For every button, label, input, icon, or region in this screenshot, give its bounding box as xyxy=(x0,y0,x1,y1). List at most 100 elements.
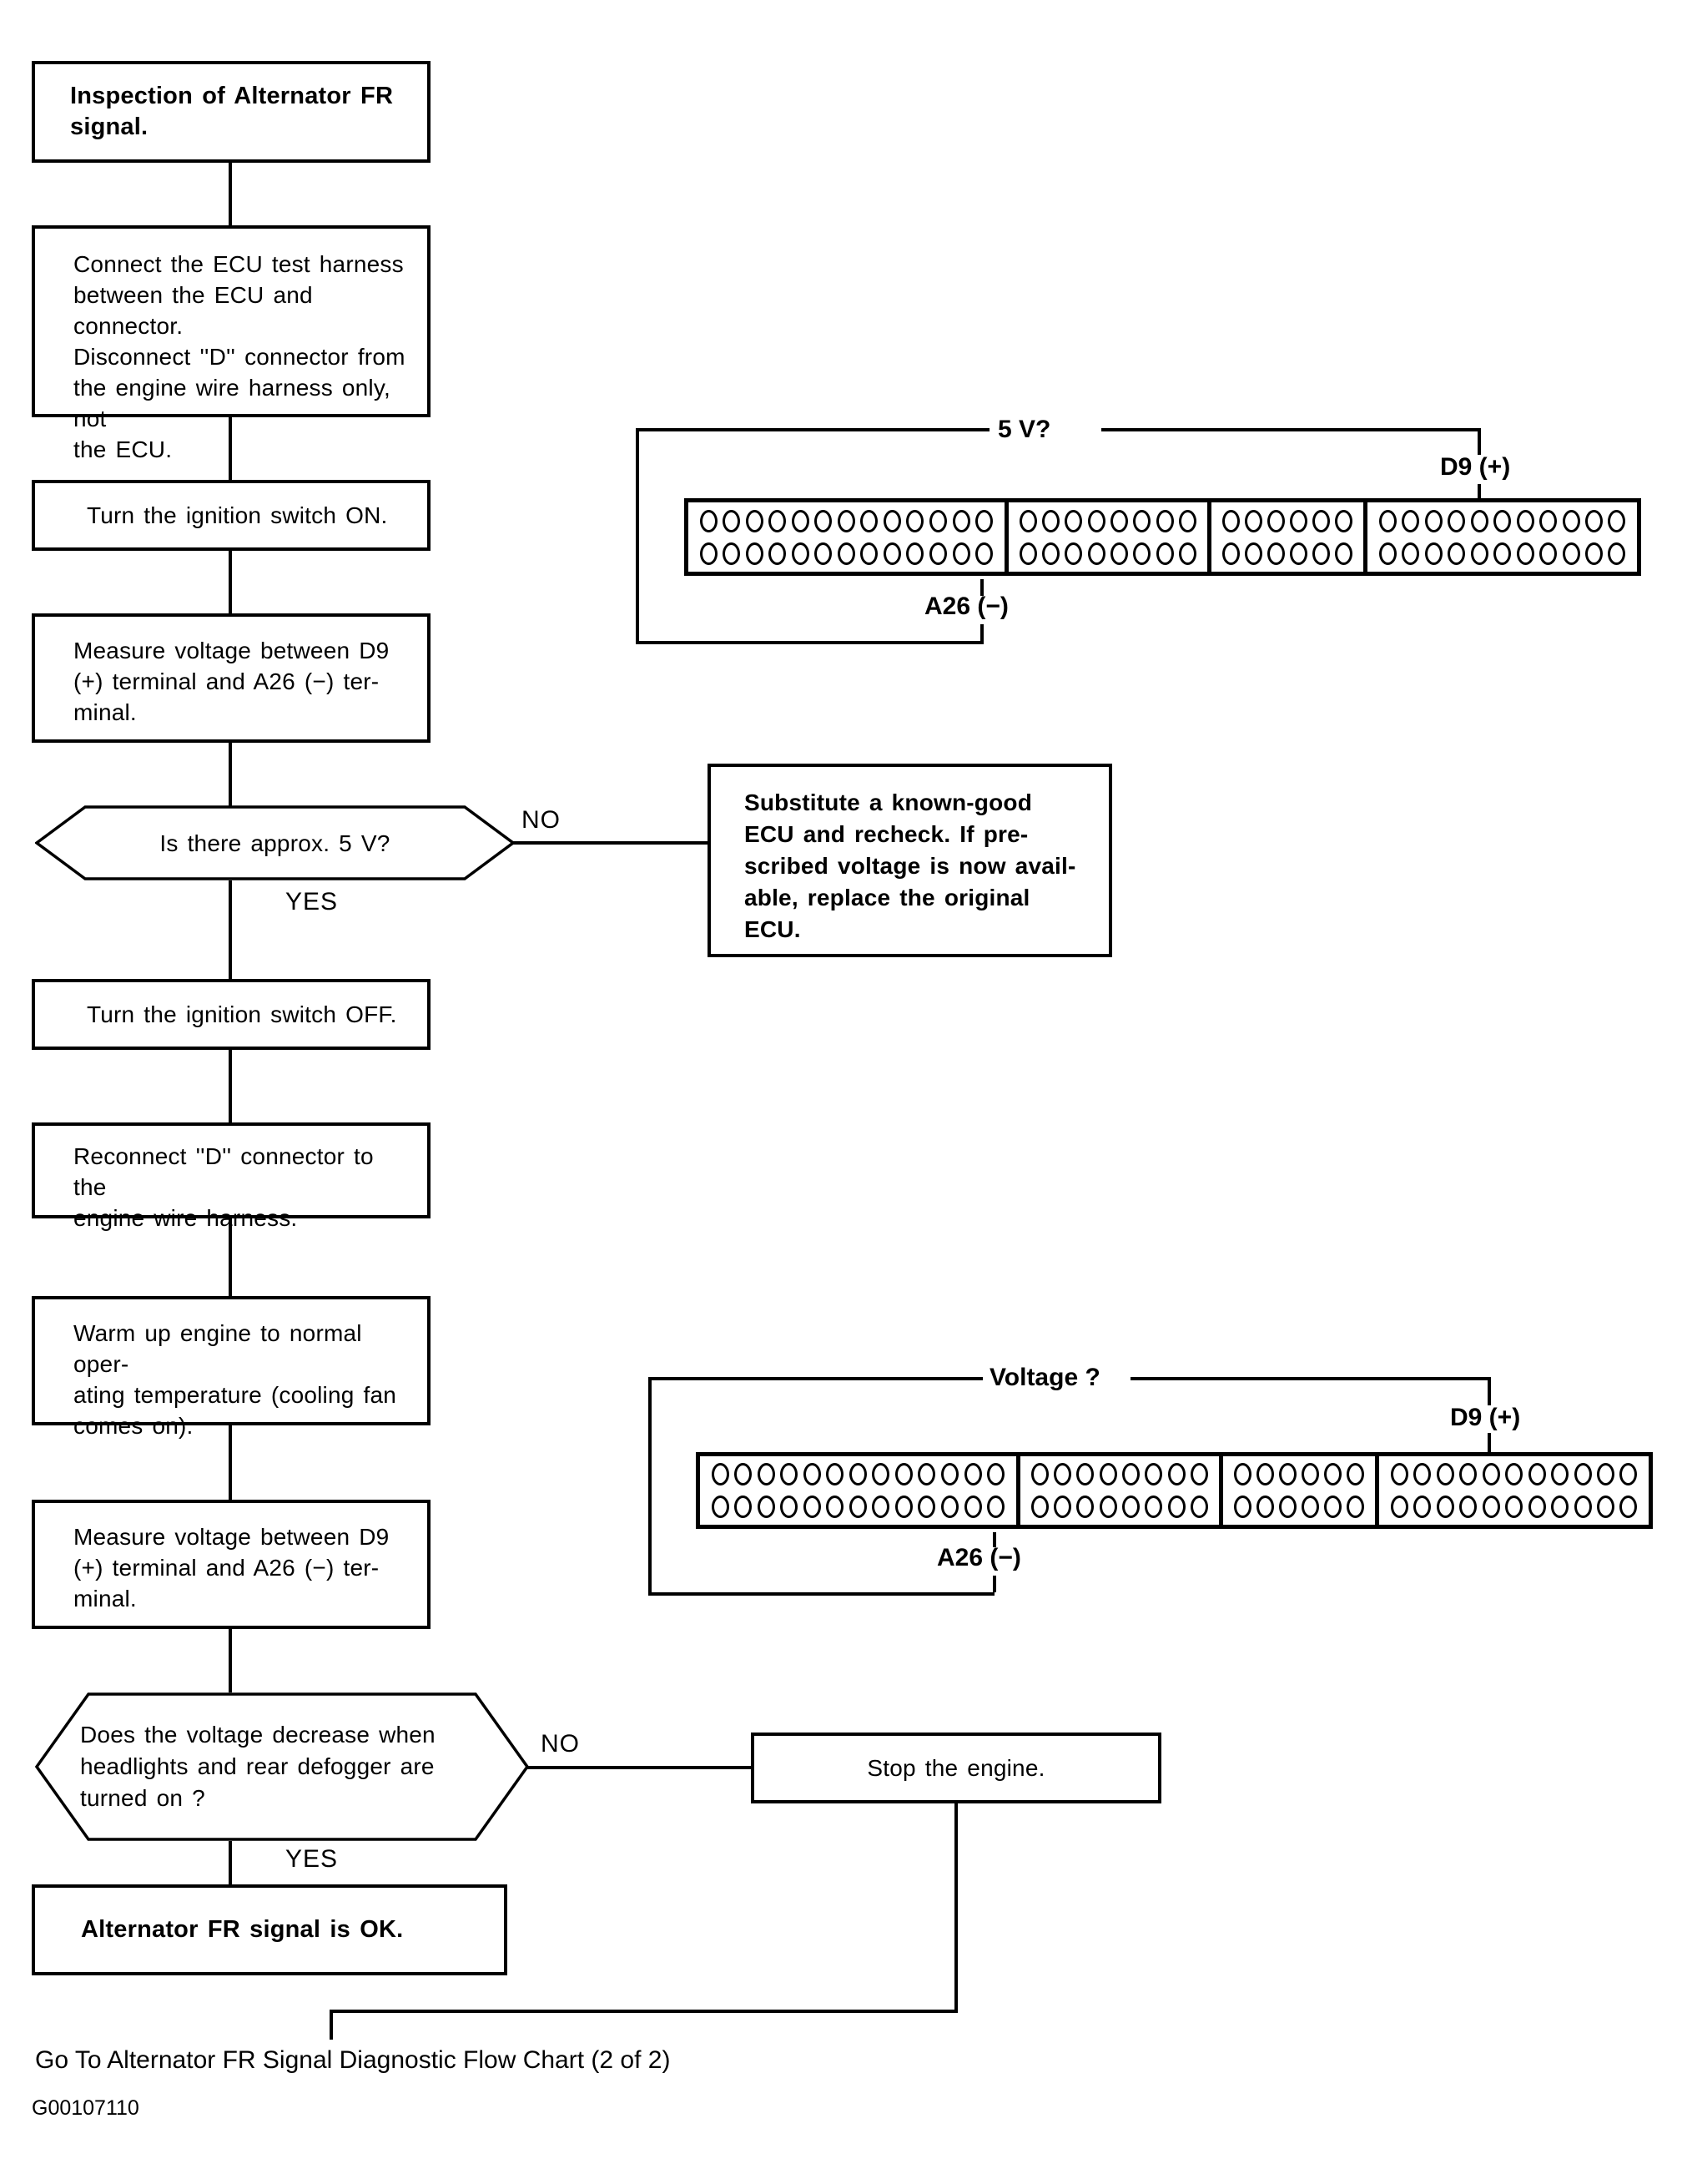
connector2-d9-label: D9 (+) xyxy=(1450,1404,1521,1431)
connector-pin-icon xyxy=(849,1463,867,1485)
connector-section xyxy=(1020,1456,1224,1525)
connector-pin-icon xyxy=(1448,542,1466,565)
connector1-question-label: 5 V? xyxy=(998,416,1051,443)
node-ignition-on-text: Turn the ignition switch ON. xyxy=(87,502,388,528)
node-measure-voltage-2: Measure voltage between D9 (+) terminal … xyxy=(32,1500,431,1629)
connector-pin-icon xyxy=(826,1496,844,1518)
connector-pin-icon xyxy=(1256,1463,1275,1485)
connector-pin-icon xyxy=(1335,509,1353,532)
connector-pin-icon xyxy=(1562,509,1580,532)
connector-pin-icon xyxy=(791,542,809,565)
connector-pin-icon xyxy=(1087,542,1105,565)
connector2-a26-label: A26 (−) xyxy=(937,1544,1021,1571)
no-branch-line xyxy=(527,1766,751,1769)
connector-pin-icon xyxy=(1459,1496,1478,1518)
node-decision-voltage-decrease: Does the voltage decrease when headlight… xyxy=(35,1692,529,1841)
connector-pin-icon xyxy=(1608,542,1626,565)
flow-line xyxy=(229,743,232,806)
hexagon-shape xyxy=(35,1692,529,1841)
connector-pin-icon xyxy=(1482,1496,1500,1518)
connector-pin-icon xyxy=(1390,1496,1408,1518)
node-connect-harness-text: Connect the ECU test harness between the… xyxy=(73,251,405,462)
connector1-d9-label: D9 (+) xyxy=(1440,453,1511,481)
connector-pin-icon xyxy=(1596,1496,1614,1518)
node-start-text: Inspection of Alternator FR signal. xyxy=(70,83,394,140)
pin-row xyxy=(1229,1496,1369,1518)
connector-pin-icon xyxy=(1065,509,1083,532)
connector1-leader xyxy=(636,428,639,644)
connector-pin-icon xyxy=(1178,509,1196,532)
connector-pin-icon xyxy=(860,509,879,532)
node-decision-voltage-decrease-text: Does the voltage decrease when headlight… xyxy=(80,1722,436,1811)
connector-pin-icon xyxy=(1596,1463,1614,1485)
node-stop-engine: Stop the engine. xyxy=(751,1733,1161,1803)
connector-pin-icon xyxy=(723,542,741,565)
connector-pin-icon xyxy=(872,1496,890,1518)
connector-pin-icon xyxy=(837,542,855,565)
connector-pin-icon xyxy=(964,1496,982,1518)
connector-pin-icon xyxy=(1459,1463,1478,1485)
pin-row xyxy=(1026,1496,1213,1518)
connector-pin-icon xyxy=(734,1496,753,1518)
connector-pin-icon xyxy=(1110,542,1129,565)
connector-pin-icon xyxy=(1402,542,1420,565)
connector-pin-icon xyxy=(1030,1463,1049,1485)
connector-pin-icon xyxy=(1122,1496,1141,1518)
connector-pin-icon xyxy=(1574,1463,1592,1485)
pin-row xyxy=(1015,542,1201,565)
connector-pin-icon xyxy=(1076,1496,1095,1518)
connector-pin-icon xyxy=(1528,1496,1546,1518)
flow-line xyxy=(229,1629,232,1692)
connector-pin-icon xyxy=(975,542,994,565)
connector-pin-icon xyxy=(1030,1496,1049,1518)
connector-section xyxy=(700,1456,1020,1525)
pin-row xyxy=(1373,509,1631,532)
connector-pin-icon xyxy=(826,1463,844,1485)
connector-pin-icon xyxy=(1222,509,1241,532)
pin-row xyxy=(1385,1496,1643,1518)
connector-pin-icon xyxy=(791,509,809,532)
connector-pin-icon xyxy=(814,542,833,565)
connector-pin-icon xyxy=(1470,542,1488,565)
connector-section xyxy=(688,502,1009,572)
node-warm-up: Warm up engine to normal oper- ating tem… xyxy=(32,1296,431,1439)
connector-pin-icon xyxy=(1584,509,1603,532)
node-substitute-ecu: Substitute a known-good ECU and recheck.… xyxy=(708,764,1112,957)
connector-pin-icon xyxy=(1324,1463,1342,1485)
goto-route-line xyxy=(330,2010,333,2040)
connector-pin-icon xyxy=(1608,509,1626,532)
pin-row xyxy=(1229,1463,1369,1485)
flow-line xyxy=(229,417,232,480)
node-warm-up-text: Warm up engine to normal oper- ating tem… xyxy=(73,1320,396,1439)
connector-pin-icon xyxy=(1424,542,1443,565)
connector1-leader xyxy=(636,641,984,644)
connector1-leader xyxy=(1101,428,1481,431)
flow-line xyxy=(229,163,232,225)
connector-pin-icon xyxy=(803,1496,821,1518)
connector2-leader xyxy=(1131,1377,1491,1380)
node-measure-voltage-1-text: Measure voltage between D9 (+) terminal … xyxy=(73,638,390,725)
node-ignition-off-text: Turn the ignition switch OFF. xyxy=(87,1001,397,1027)
connector-pin-icon xyxy=(929,542,948,565)
connector-pin-icon xyxy=(1448,509,1466,532)
connector-pin-icon xyxy=(918,1496,936,1518)
connector-pin-icon xyxy=(1065,542,1083,565)
connector2-leader xyxy=(1488,1433,1491,1466)
connector2-leader xyxy=(648,1377,983,1380)
connector-pin-icon xyxy=(1145,1496,1163,1518)
connector-section xyxy=(1379,1456,1649,1525)
connector-pin-icon xyxy=(918,1463,936,1485)
connector-pin-icon xyxy=(1551,1496,1569,1518)
node-substitute-ecu-text: Substitute a known-good ECU and recheck.… xyxy=(744,789,1076,942)
connector-pin-icon xyxy=(1619,1496,1638,1518)
connector-pin-icon xyxy=(1256,1496,1275,1518)
connector-pin-icon xyxy=(941,1496,959,1518)
connector-pin-icon xyxy=(757,1463,775,1485)
connector-pin-icon xyxy=(1167,1496,1186,1518)
connector-pin-icon xyxy=(883,542,901,565)
pin-row xyxy=(1015,509,1201,532)
connector-pin-icon xyxy=(894,1496,913,1518)
connector-pin-icon xyxy=(1279,1463,1297,1485)
connector-pin-icon xyxy=(906,542,924,565)
connector-pin-icon xyxy=(1493,542,1512,565)
